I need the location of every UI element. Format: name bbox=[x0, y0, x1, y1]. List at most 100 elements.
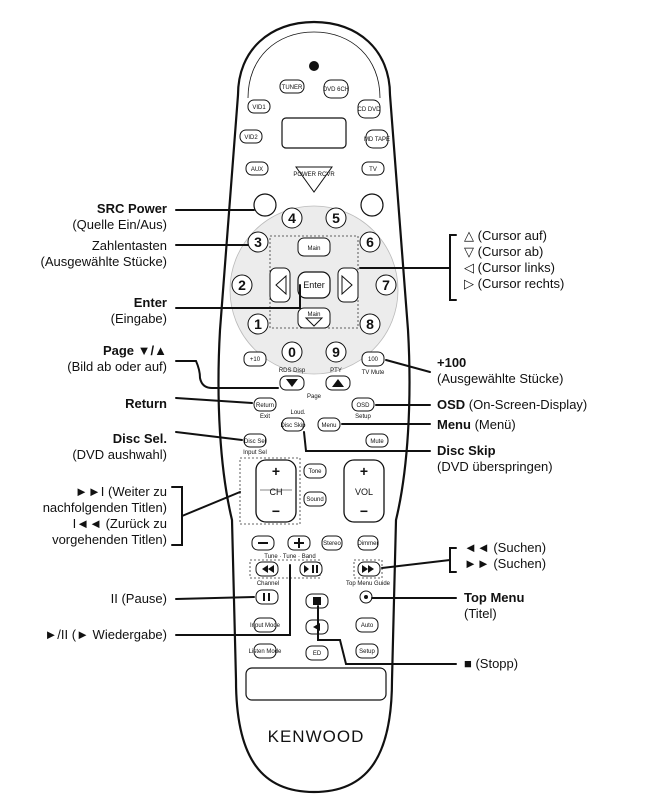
vid2-button[interactable] bbox=[239, 129, 263, 144]
callout-disc-sel: Disc Sel. (DVD aushwahl) bbox=[72, 431, 167, 463]
svg-text:Disc Sel: Disc Sel bbox=[244, 439, 266, 445]
src-power-button[interactable] bbox=[253, 193, 277, 217]
vol-rocker[interactable] bbox=[343, 459, 385, 523]
callout-play-text: ►/II (► Wiedergabe) bbox=[44, 627, 167, 642]
callout-disc-skip: Disc Skip (DVD überspringen) bbox=[437, 443, 553, 475]
source-buttons[interactable]: TUNER DVD 6CH VID1 CD DVD VID2 MD TAPE A… bbox=[239, 79, 390, 193]
enter-button[interactable] bbox=[297, 271, 331, 299]
num-7-button[interactable] bbox=[375, 274, 397, 296]
leader-lines bbox=[171, 209, 457, 665]
svg-text:100: 100 bbox=[368, 357, 379, 363]
callout-disc-sel-sub: (DVD aushwahl) bbox=[72, 447, 167, 462]
tv-button[interactable] bbox=[361, 161, 385, 176]
num-6-button[interactable] bbox=[359, 231, 381, 253]
num-0-button[interactable] bbox=[281, 341, 303, 363]
vid1-button[interactable] bbox=[247, 99, 271, 114]
svg-text:Enter: Enter bbox=[303, 280, 325, 290]
callout-disc-skip-sub: (DVD überspringen) bbox=[437, 459, 553, 474]
svg-text:−: − bbox=[272, 503, 280, 519]
callout-top-menu-title: Top Menu bbox=[464, 590, 525, 605]
callout-osd: OSD (On-Screen-Display) bbox=[437, 397, 587, 413]
listen-mode-button[interactable] bbox=[253, 643, 277, 659]
num-4-button[interactable] bbox=[281, 207, 303, 229]
callout-search-line2: ►► (Suchen) bbox=[464, 556, 547, 571]
svg-text:2: 2 bbox=[238, 277, 246, 293]
pause-button[interactable] bbox=[255, 589, 279, 605]
power-rcvr-button[interactable] bbox=[295, 166, 333, 193]
disc-skip-button[interactable] bbox=[281, 417, 305, 432]
callout-search-line1: ◄◄ (Suchen) bbox=[464, 540, 547, 555]
callout-pause-text: II (Pause) bbox=[110, 591, 167, 606]
num-8-button[interactable] bbox=[359, 313, 381, 335]
svg-text:Mute: Mute bbox=[370, 439, 384, 445]
cd-dvd-button[interactable] bbox=[357, 99, 381, 119]
svg-text:DVD 6CH: DVD 6CH bbox=[323, 87, 349, 93]
bottom-window bbox=[245, 667, 387, 701]
tone-button[interactable] bbox=[303, 463, 327, 479]
osd-button[interactable] bbox=[351, 397, 375, 412]
callout-return: Return bbox=[125, 396, 167, 412]
svg-text:Input Mode: Input Mode bbox=[250, 623, 281, 629]
dvd-6ch-button[interactable] bbox=[323, 79, 349, 99]
callout-cursor-right: ▷ (Cursor rechts) bbox=[464, 276, 565, 291]
tv-power-button[interactable] bbox=[360, 193, 384, 217]
svg-text:1: 1 bbox=[254, 316, 262, 332]
brand-logo: KENWOOD bbox=[268, 727, 365, 746]
num-2-button[interactable] bbox=[231, 274, 253, 296]
dimmer-button[interactable] bbox=[357, 535, 379, 551]
disc-sel-button[interactable] bbox=[243, 433, 267, 448]
callout-page-sub: (Bild ab oder auf) bbox=[67, 359, 167, 374]
svg-text:Input Sel: Input Sel bbox=[243, 450, 267, 456]
tuner-button[interactable] bbox=[279, 79, 305, 94]
num-3-button[interactable] bbox=[247, 231, 269, 253]
callout-menu-sub: (Menü) bbox=[470, 417, 516, 432]
callout-stop-text: ■ (Stopp) bbox=[464, 656, 519, 671]
svg-text:Sound: Sound bbox=[306, 497, 323, 503]
plus10-button[interactable] bbox=[243, 351, 267, 367]
svg-text:TUNER: TUNER bbox=[282, 85, 303, 91]
svg-text:8: 8 bbox=[366, 316, 374, 332]
return-button[interactable] bbox=[253, 397, 277, 412]
svg-text:VID2: VID2 bbox=[244, 135, 258, 141]
svg-text:4: 4 bbox=[288, 210, 296, 226]
ed-button[interactable] bbox=[305, 645, 329, 661]
num-5-button[interactable] bbox=[325, 207, 347, 229]
plus100-button[interactable] bbox=[361, 351, 385, 367]
callout-menu: Menu (Menü) bbox=[437, 417, 516, 433]
svg-text:Stereo: Stereo bbox=[323, 541, 341, 547]
svg-text:POWER RCVR: POWER RCVR bbox=[293, 172, 335, 178]
callout-skip-line3: I◄◄ (Zurück zu bbox=[72, 516, 167, 531]
aux-button[interactable] bbox=[245, 161, 269, 176]
callout-plus100-title: +100 bbox=[437, 355, 467, 370]
sound-button[interactable] bbox=[303, 491, 327, 507]
svg-text:Channel: Channel bbox=[257, 581, 279, 587]
svg-text:Tone: Tone bbox=[308, 469, 322, 475]
callout-page-title: Page ▼/▲ bbox=[102, 343, 167, 358]
md-tape-button[interactable] bbox=[365, 129, 389, 149]
num-1-button[interactable] bbox=[247, 313, 269, 335]
number-buttons[interactable]: 4 5 3 6 2 7 1 8 0 9 bbox=[231, 207, 397, 363]
callout-enter: Enter (Eingabe) bbox=[111, 295, 167, 327]
callout-pause: II (Pause) bbox=[111, 591, 167, 607]
ch-rocker[interactable] bbox=[255, 459, 297, 523]
callout-src-power-sub: (Quelle Ein/Aus) bbox=[72, 217, 167, 232]
play-pause-button[interactable] bbox=[299, 561, 323, 577]
num-9-button[interactable] bbox=[325, 341, 347, 363]
stereo-button[interactable] bbox=[321, 535, 343, 551]
svg-text:Listen Mode: Listen Mode bbox=[249, 649, 282, 655]
svg-text:0: 0 bbox=[288, 344, 296, 360]
setup-button[interactable] bbox=[355, 643, 379, 659]
mute-button[interactable] bbox=[365, 433, 389, 448]
svg-text:Dimmer: Dimmer bbox=[358, 541, 379, 547]
auto-button[interactable] bbox=[355, 617, 379, 633]
svg-text:VOL: VOL bbox=[355, 487, 373, 497]
ir-sensor bbox=[309, 61, 319, 71]
svg-text:VID1: VID1 bbox=[252, 105, 266, 111]
callout-skip-line1: ►►I (Weiter zu bbox=[75, 484, 167, 499]
menu-button[interactable] bbox=[317, 417, 341, 432]
callout-disc-skip-title: Disc Skip bbox=[437, 443, 496, 458]
cursor-up-button[interactable] bbox=[297, 237, 331, 257]
input-mode-button[interactable] bbox=[253, 617, 277, 633]
